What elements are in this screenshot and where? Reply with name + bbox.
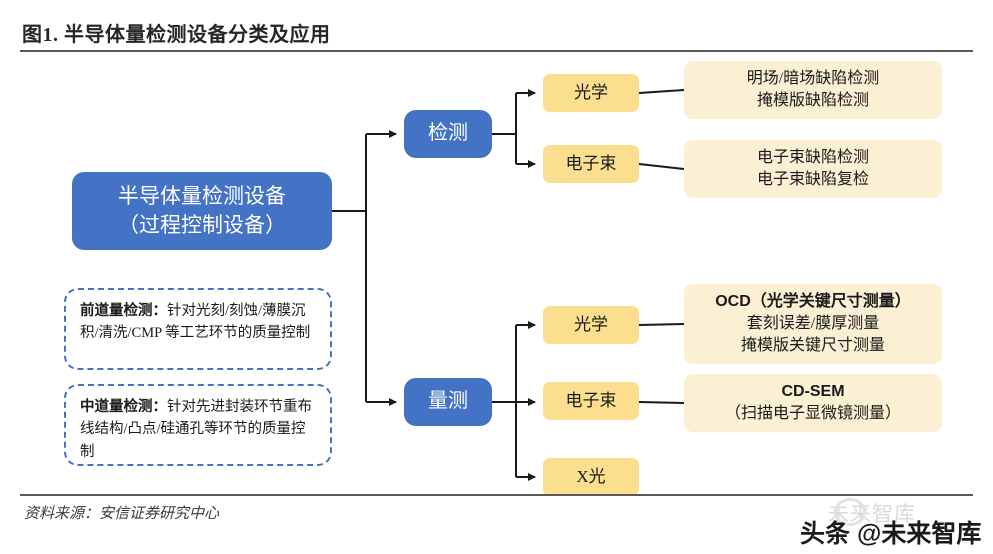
note-front-end-heading: 前道量检测： <box>80 303 167 319</box>
node-metrology-xray[interactable]: X光 <box>543 458 639 496</box>
node-metrology-optical-label: 光学 <box>574 315 608 335</box>
source-note: 资料来源：安信证券研究中心 <box>24 506 220 522</box>
node-inspection-ebeam[interactable]: 电子束 <box>543 145 639 183</box>
node-inspection-optical[interactable]: 光学 <box>543 74 639 112</box>
detail-line: 明场/暗场缺陷检测 <box>746 69 880 87</box>
node-metrology-xray-label: X光 <box>576 467 606 487</box>
detail-line: OCD（光学关键尺寸测量） <box>715 292 911 310</box>
node-metrology-optical[interactable]: 光学 <box>543 306 639 344</box>
node-root[interactable]: 半导体量检测设备 （过程控制设备） <box>72 172 332 250</box>
detail-metrology-optical: OCD（光学关键尺寸测量） 套刻误差/膜厚测量 掩模版关键尺寸测量 <box>684 284 942 364</box>
node-branch-inspection[interactable]: 检测 <box>404 110 492 158</box>
node-metrology-ebeam[interactable]: 电子束 <box>543 382 639 420</box>
node-root-line2: （过程控制设备） <box>118 213 286 237</box>
node-branch-inspection-label: 检测 <box>428 122 468 145</box>
detail-inspection-optical: 明场/暗场缺陷检测 掩模版缺陷检测 <box>684 61 942 119</box>
node-branch-metrology-label: 量测 <box>428 390 468 413</box>
note-front-end-body: 针对光刻/刻蚀/薄膜沉积/清洗/CMP 等工艺环节的质量控制 <box>80 303 311 342</box>
node-branch-metrology[interactable]: 量测 <box>404 378 492 426</box>
note-mid-end-heading: 中道量检测： <box>80 399 167 415</box>
detail-line: CD-SEM <box>781 382 845 400</box>
node-inspection-optical-label: 光学 <box>574 83 608 103</box>
figure-title: 图1. 半导体量检测设备分类及应用 <box>22 24 331 46</box>
detail-line: 套刻误差/膜厚测量 <box>746 314 880 332</box>
detail-inspection-ebeam: 电子束缺陷检测 电子束缺陷复检 <box>684 140 942 198</box>
note-mid-end: 中道量检测：针对先进封装环节重布线结构/凸点/硅通孔等环节的质量控制 <box>64 384 332 466</box>
detail-metrology-ebeam: CD-SEM （扫描电子显微镜测量） <box>684 374 942 432</box>
note-front-end: 前道量检测：针对光刻/刻蚀/薄膜沉积/清洗/CMP 等工艺环节的质量控制 <box>64 288 332 370</box>
detail-line: 掩模版关键尺寸测量 <box>740 337 885 355</box>
node-root-line1: 半导体量检测设备 <box>118 184 286 209</box>
detail-line: （扫描电子显微镜测量） <box>724 405 901 422</box>
detail-line: 电子束缺陷检测 <box>756 148 869 166</box>
detail-line: 掩模版缺陷检测 <box>756 92 869 109</box>
node-inspection-ebeam-label: 电子束 <box>565 154 617 174</box>
footer-divider <box>20 494 973 496</box>
title-divider <box>20 50 973 52</box>
note-mid-end-body: 针对先进封装环节重布线结构/凸点/硅通孔等环节的质量控制 <box>80 399 312 460</box>
detail-line: 电子束缺陷复检 <box>756 171 869 188</box>
node-metrology-ebeam-label: 电子束 <box>565 391 617 411</box>
